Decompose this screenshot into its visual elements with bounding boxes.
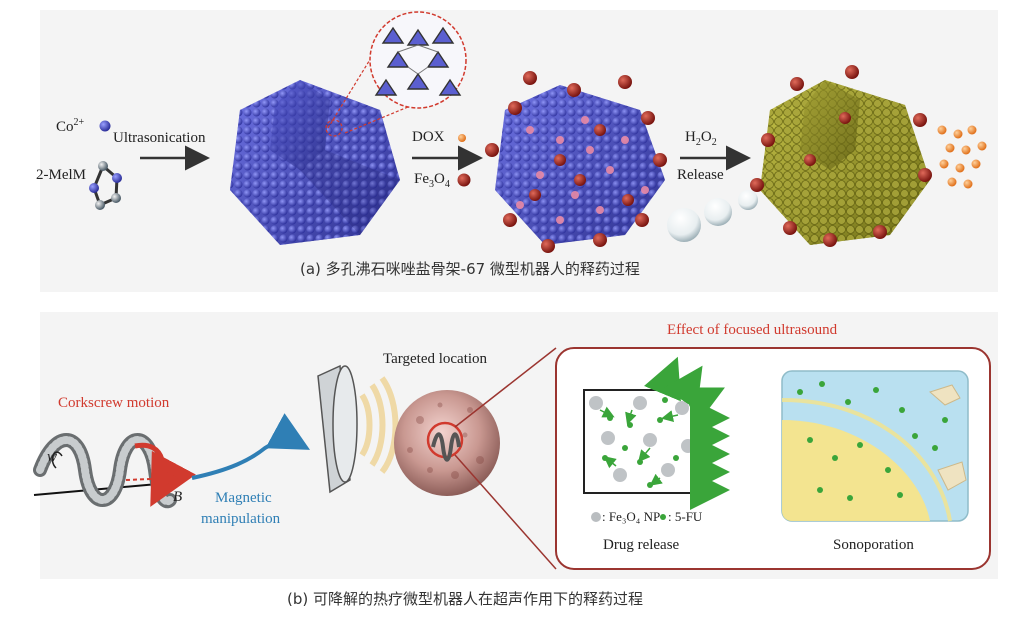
legend-fe3o4: : Fe₃O₄ NP — [602, 509, 661, 524]
w-label: w — [47, 449, 58, 465]
drug-release-diagram — [583, 356, 730, 522]
magnetic-guidance-arrow — [191, 413, 311, 480]
co-label: Co2+ — [56, 117, 85, 135]
fe3o4-label: Fe3O4 — [414, 171, 450, 190]
dox-icon — [458, 134, 466, 142]
degraded-crystal — [750, 65, 932, 247]
fe3o4-icon — [457, 173, 471, 187]
h2o2-bubbles — [667, 190, 758, 242]
loaded-crystal — [485, 71, 667, 253]
drug-release-label: Drug release — [603, 537, 680, 553]
fe3o4-np-legend-icon — [591, 512, 601, 522]
released-dox — [937, 125, 987, 189]
legend-5fu: : 5-FU — [668, 509, 703, 524]
co-ion-icon — [99, 120, 111, 132]
ultrasonication-label: Ultrasonication — [113, 130, 206, 146]
dox-label: DOX — [412, 129, 445, 145]
ultrasound-transducer — [317, 364, 399, 494]
zoom-line-bottom — [454, 454, 557, 570]
h2o2-label: H2O2 — [685, 129, 717, 148]
melm-molecule-icon — [89, 161, 122, 210]
panel-b-caption: (b) 可降解的热疗微型机器人在超声作用下的释药过程 — [287, 590, 643, 608]
melm-label: 2-MelM — [36, 167, 86, 183]
sonoporation-label: Sonoporation — [833, 537, 914, 553]
release-label: Release — [677, 167, 724, 183]
targeted-location-label: Targeted location — [383, 351, 488, 367]
5fu-legend-icon — [660, 514, 666, 520]
helical-microrobot — [33, 433, 196, 509]
magnetic-label-line1: Magnetic — [215, 490, 272, 506]
panel-a-caption: (a) 多孔沸石咪唑盐骨架-67 微型机器人的释药过程 — [300, 260, 640, 278]
corkscrew-motion-label: Corkscrew motion — [58, 395, 170, 411]
zoom-line-top — [454, 347, 557, 428]
crystal-structure-inset — [325, 11, 467, 137]
sonoporation-diagram — [781, 370, 969, 522]
magnetic-label-line2: manipulation — [201, 511, 281, 527]
zif67-crystal — [230, 80, 400, 245]
targeted-tissue — [394, 390, 500, 496]
effect-title: Effect of focused ultrasound — [667, 322, 838, 338]
b-field-label: B — [173, 489, 183, 505]
